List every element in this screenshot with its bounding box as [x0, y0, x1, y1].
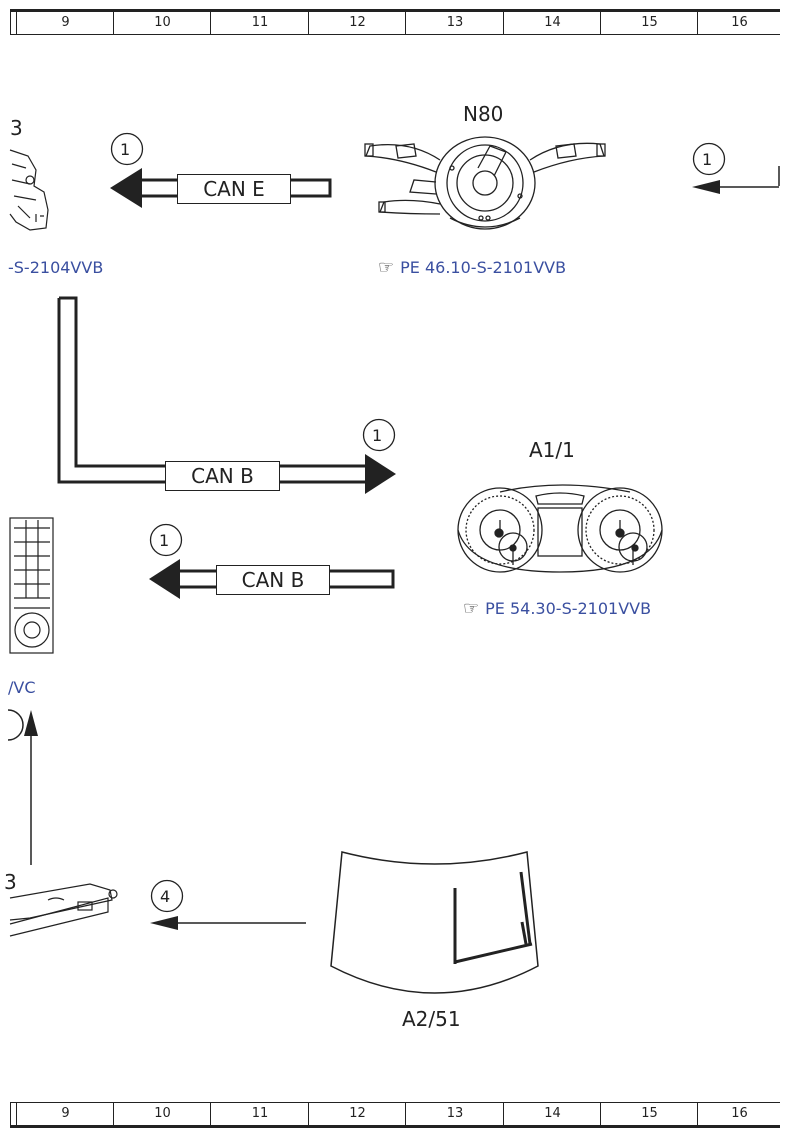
ruler-cell: 11: [210, 12, 309, 34]
column-ruler-bottom: 9 10 11 12 13 14 15 16: [10, 1102, 780, 1128]
column-ruler-top: 9 10 11 12 13 14 15 16: [10, 9, 780, 35]
n80-label: N80: [463, 102, 504, 126]
a2-51-drawing: [330, 851, 539, 994]
circle-markers: [110, 132, 726, 913]
can-e-label: CAN E: [177, 174, 291, 204]
ruler-cell-edge: [10, 1103, 17, 1125]
ruler-cell: 14: [503, 1103, 601, 1125]
marker-right-top: 1: [702, 150, 713, 169]
ruler-cell: 13: [405, 1103, 504, 1125]
ruler-cell: 12: [308, 12, 406, 34]
pointing-hand-icon: ☞: [378, 257, 395, 278]
marker-can-b-lower: 1: [159, 531, 170, 550]
marker-can-b-upper: 1: [372, 426, 383, 445]
left-mid-component-drawing: [9, 517, 54, 654]
marker-bottom: 4: [160, 887, 171, 906]
ruler-cell: 10: [113, 1103, 211, 1125]
can-b-lower-label: CAN B: [216, 565, 330, 595]
a1-1-ref-link[interactable]: ☞ PE 54.30-S-2101VVB: [463, 598, 651, 619]
a2-51-label: A2/51: [402, 1007, 461, 1031]
ruler-cell: 15: [600, 1103, 698, 1125]
left-partial-marker: [7, 709, 24, 741]
left-mid-ref-link[interactable]: /VC: [8, 678, 36, 697]
pointing-hand-icon: ☞: [463, 598, 480, 619]
left-top-component-label: 3: [10, 116, 23, 140]
n80-ref-text: PE 46.10-S-2101VVB: [400, 258, 567, 277]
marker-can-e: 1: [120, 140, 131, 159]
ruler-cell: 13: [405, 12, 504, 34]
ruler-cell: 15: [600, 12, 698, 34]
ruler-cell: 9: [16, 12, 114, 34]
n80-ref-link[interactable]: ☞ PE 46.10-S-2101VVB: [378, 257, 566, 278]
right-top-arrow: [692, 166, 780, 194]
a1-1-drawing: [457, 484, 663, 573]
ruler-cell: 12: [308, 1103, 406, 1125]
bottom-arrow: [150, 916, 306, 930]
ruler-cell: 16: [697, 12, 781, 34]
ruler-cell: 9: [16, 1103, 114, 1125]
ruler-cell: 16: [697, 1103, 781, 1125]
a1-1-ref-text: PE 54.30-S-2101VVB: [485, 599, 652, 618]
n80-drawing: [364, 136, 606, 230]
left-bottom-component-label: 3: [4, 870, 17, 894]
left-ref-link[interactable]: -S-2104VVB: [8, 258, 104, 277]
left-bottom-component-drawing: [9, 883, 118, 937]
a1-1-label: A1/1: [529, 438, 575, 462]
ruler-cell: 14: [503, 12, 601, 34]
vertical-up-arrow: [24, 710, 38, 865]
left-top-component-drawing: [9, 149, 49, 231]
ruler-cell-edge: [10, 12, 17, 34]
ruler-cell: 11: [210, 1103, 309, 1125]
ruler-cell: 10: [113, 12, 211, 34]
can-b-upper-label: CAN B: [165, 461, 280, 491]
